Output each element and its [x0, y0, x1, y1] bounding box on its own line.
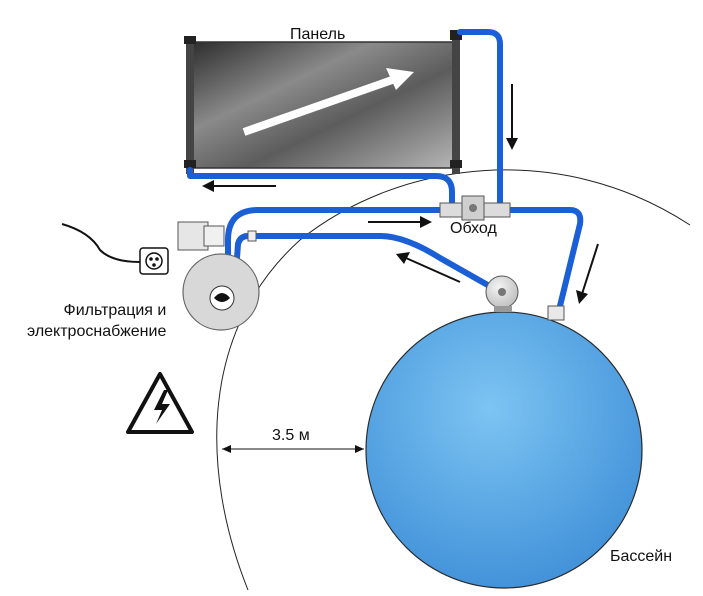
bypass-label: Обход: [450, 220, 497, 237]
safety-distance-arc: [216, 169, 691, 591]
flow-arrow-panel: [242, 75, 397, 136]
bypass-valve-icon: [439, 195, 511, 221]
filtration-label: Фильтрация и электроснабжение: [27, 300, 166, 342]
pipes: [187, 29, 584, 309]
return-pump-icon: [485, 275, 519, 312]
filter-pump-icon: [177, 221, 260, 331]
distance-label: 3.5 м: [272, 427, 310, 444]
flow-arrows: [202, 84, 599, 304]
solar-panel-icon: [184, 30, 462, 174]
filtration-label-line2: электроснабжение: [27, 323, 167, 340]
distance-dimension: [222, 445, 364, 453]
electrical-socket-icon: [61, 223, 169, 275]
panel-label: Панель: [290, 26, 346, 43]
pool: [365, 311, 643, 589]
high-voltage-warning-icon: [126, 372, 194, 434]
pool-label: Бассейн: [610, 548, 673, 565]
filtration-label-line1: Фильтрация и: [63, 302, 167, 319]
skimmer-icon: [547, 305, 565, 321]
